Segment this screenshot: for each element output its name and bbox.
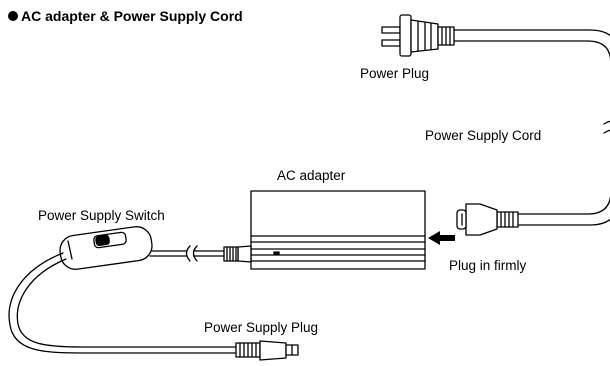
label-power-supply-plug: Power Supply Plug <box>204 320 319 335</box>
dc-output-cable <box>8 252 237 354</box>
label-power-supply-cord: Power Supply Cord <box>425 128 542 143</box>
adapter-output-relief <box>223 245 252 263</box>
label-ac-adapter: AC adapter <box>277 168 346 183</box>
cord-connector <box>456 203 519 236</box>
dc-cable <box>149 243 225 264</box>
power-plug <box>381 14 463 57</box>
diagram-heading: AC adapter & Power Supply Cord <box>8 8 243 24</box>
bullet-dot-icon <box>8 11 18 21</box>
power-supply-cord <box>461 29 610 226</box>
label-plug-in-firmly: Plug in firmly <box>449 258 527 273</box>
label-power-supply-switch: Power Supply Switch <box>38 208 165 223</box>
power-supply-dc-plug <box>235 340 299 361</box>
arrow-left-icon <box>428 231 455 245</box>
ac-adapter-box <box>250 190 426 270</box>
power-supply-switch <box>59 226 153 270</box>
label-power-plug: Power Plug <box>360 66 430 81</box>
diagram-title: AC adapter & Power Supply Cord <box>21 8 243 24</box>
